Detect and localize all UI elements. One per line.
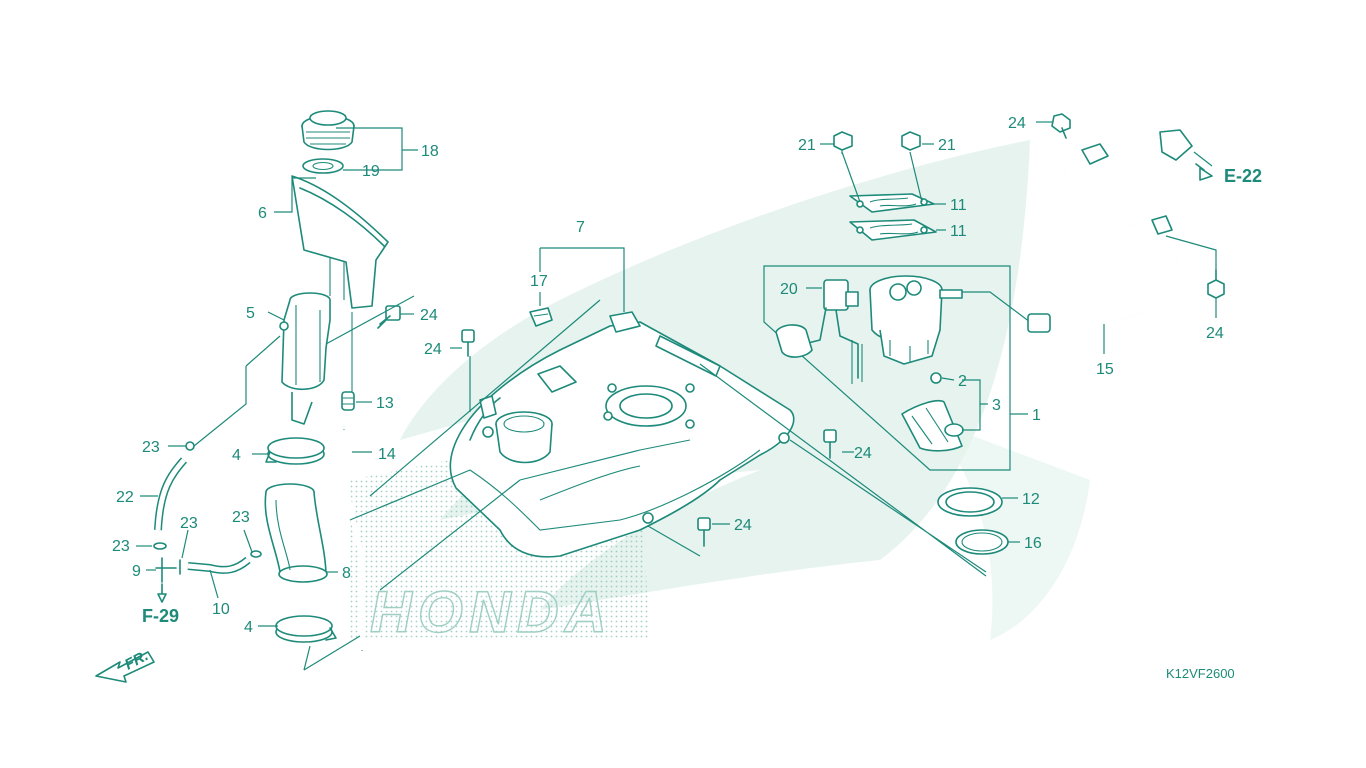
callout-5: 5 — [246, 305, 255, 322]
gasket-19 — [302, 158, 344, 174]
fuel-tank-7 — [449, 311, 795, 558]
o-ring-16 — [955, 529, 1009, 555]
drain-tube-14 — [341, 429, 365, 651]
callout-15: 15 — [1096, 361, 1114, 378]
callout-24-tank-left: 24 — [424, 341, 442, 358]
splash-guard-6 — [291, 175, 389, 309]
wire-harness-15 — [1027, 113, 1193, 333]
fuel-pump-unit — [869, 275, 963, 384]
callout-23-right: 23 — [232, 509, 250, 526]
callout-24-tank-right: 24 — [854, 445, 872, 462]
clip-17 — [529, 307, 553, 327]
bolt-24-tank-right — [823, 429, 837, 459]
fuel-unit-sender-20 — [775, 279, 863, 384]
reference-e22: E-22 — [1224, 166, 1262, 186]
callout-13: 13 — [376, 395, 394, 412]
three-way-joint-9 — [155, 557, 177, 603]
nut-21-left — [833, 131, 853, 154]
bolt-24-harness — [1207, 269, 1225, 299]
reference-f29: F-29 — [142, 606, 179, 626]
callout-2: 2 — [958, 373, 967, 390]
callout-3: 3 — [992, 397, 1001, 414]
callout-16: 16 — [1024, 535, 1042, 552]
callout-24-neck: 24 — [420, 307, 438, 324]
callout-23-upper: 23 — [142, 439, 160, 456]
callout-7: 7 — [576, 219, 585, 236]
callout-9: 9 — [132, 563, 141, 580]
bolt-24-tank-bottom — [697, 517, 711, 547]
callout-23-lower: 23 — [112, 538, 130, 555]
callout-24-tank-bottom: 24 — [734, 517, 752, 534]
callout-21-right: 21 — [938, 137, 956, 154]
callout-14: 14 — [378, 446, 396, 463]
callout-24-harness-top: 24 — [1008, 115, 1026, 132]
callout-8: 8 — [342, 565, 351, 582]
callout-23-mid: 23 — [180, 515, 198, 532]
callout-17: 17 — [530, 273, 548, 290]
callout-22: 22 — [116, 489, 134, 506]
callout-4-lower: 4 — [244, 619, 253, 636]
callout-20: 20 — [780, 281, 798, 298]
callout-4-upper: 4 — [232, 447, 241, 464]
clip-13 — [341, 312, 355, 411]
packing-ring-12 — [937, 487, 1003, 517]
callout-18: 18 — [421, 143, 439, 160]
callout-6: 6 — [258, 205, 267, 222]
front-direction-arrow — [95, 651, 155, 683]
hose-clamp-4-upper — [265, 437, 325, 465]
nut-21-right — [901, 131, 921, 151]
bolt-24-tank-left — [461, 329, 475, 357]
callout-12: 12 — [1022, 491, 1040, 508]
breather-hose-22 — [154, 441, 195, 531]
callout-24-harness-right: 24 — [1206, 325, 1224, 342]
connecting-tube-8 — [264, 483, 328, 583]
callout-11-lower: 11 — [950, 223, 967, 240]
fuel-cap-18 — [301, 110, 355, 151]
filler-neck-5 — [279, 292, 331, 425]
clip-23-lower — [153, 542, 167, 550]
callout-10: 10 — [212, 601, 230, 618]
callout-19: 19 — [362, 163, 380, 180]
drawing-code: K12VF2600 — [1166, 666, 1235, 681]
honda-watermark-text: HONDA — [370, 580, 613, 645]
plate-11-lower — [849, 219, 937, 241]
hose-clamp-4-lower — [275, 615, 337, 643]
breather-hose-10 — [187, 550, 262, 574]
callout-1: 1 — [1032, 407, 1041, 424]
callout-21-left: 21 — [798, 137, 816, 154]
callout-11-upper: 11 — [950, 197, 967, 214]
